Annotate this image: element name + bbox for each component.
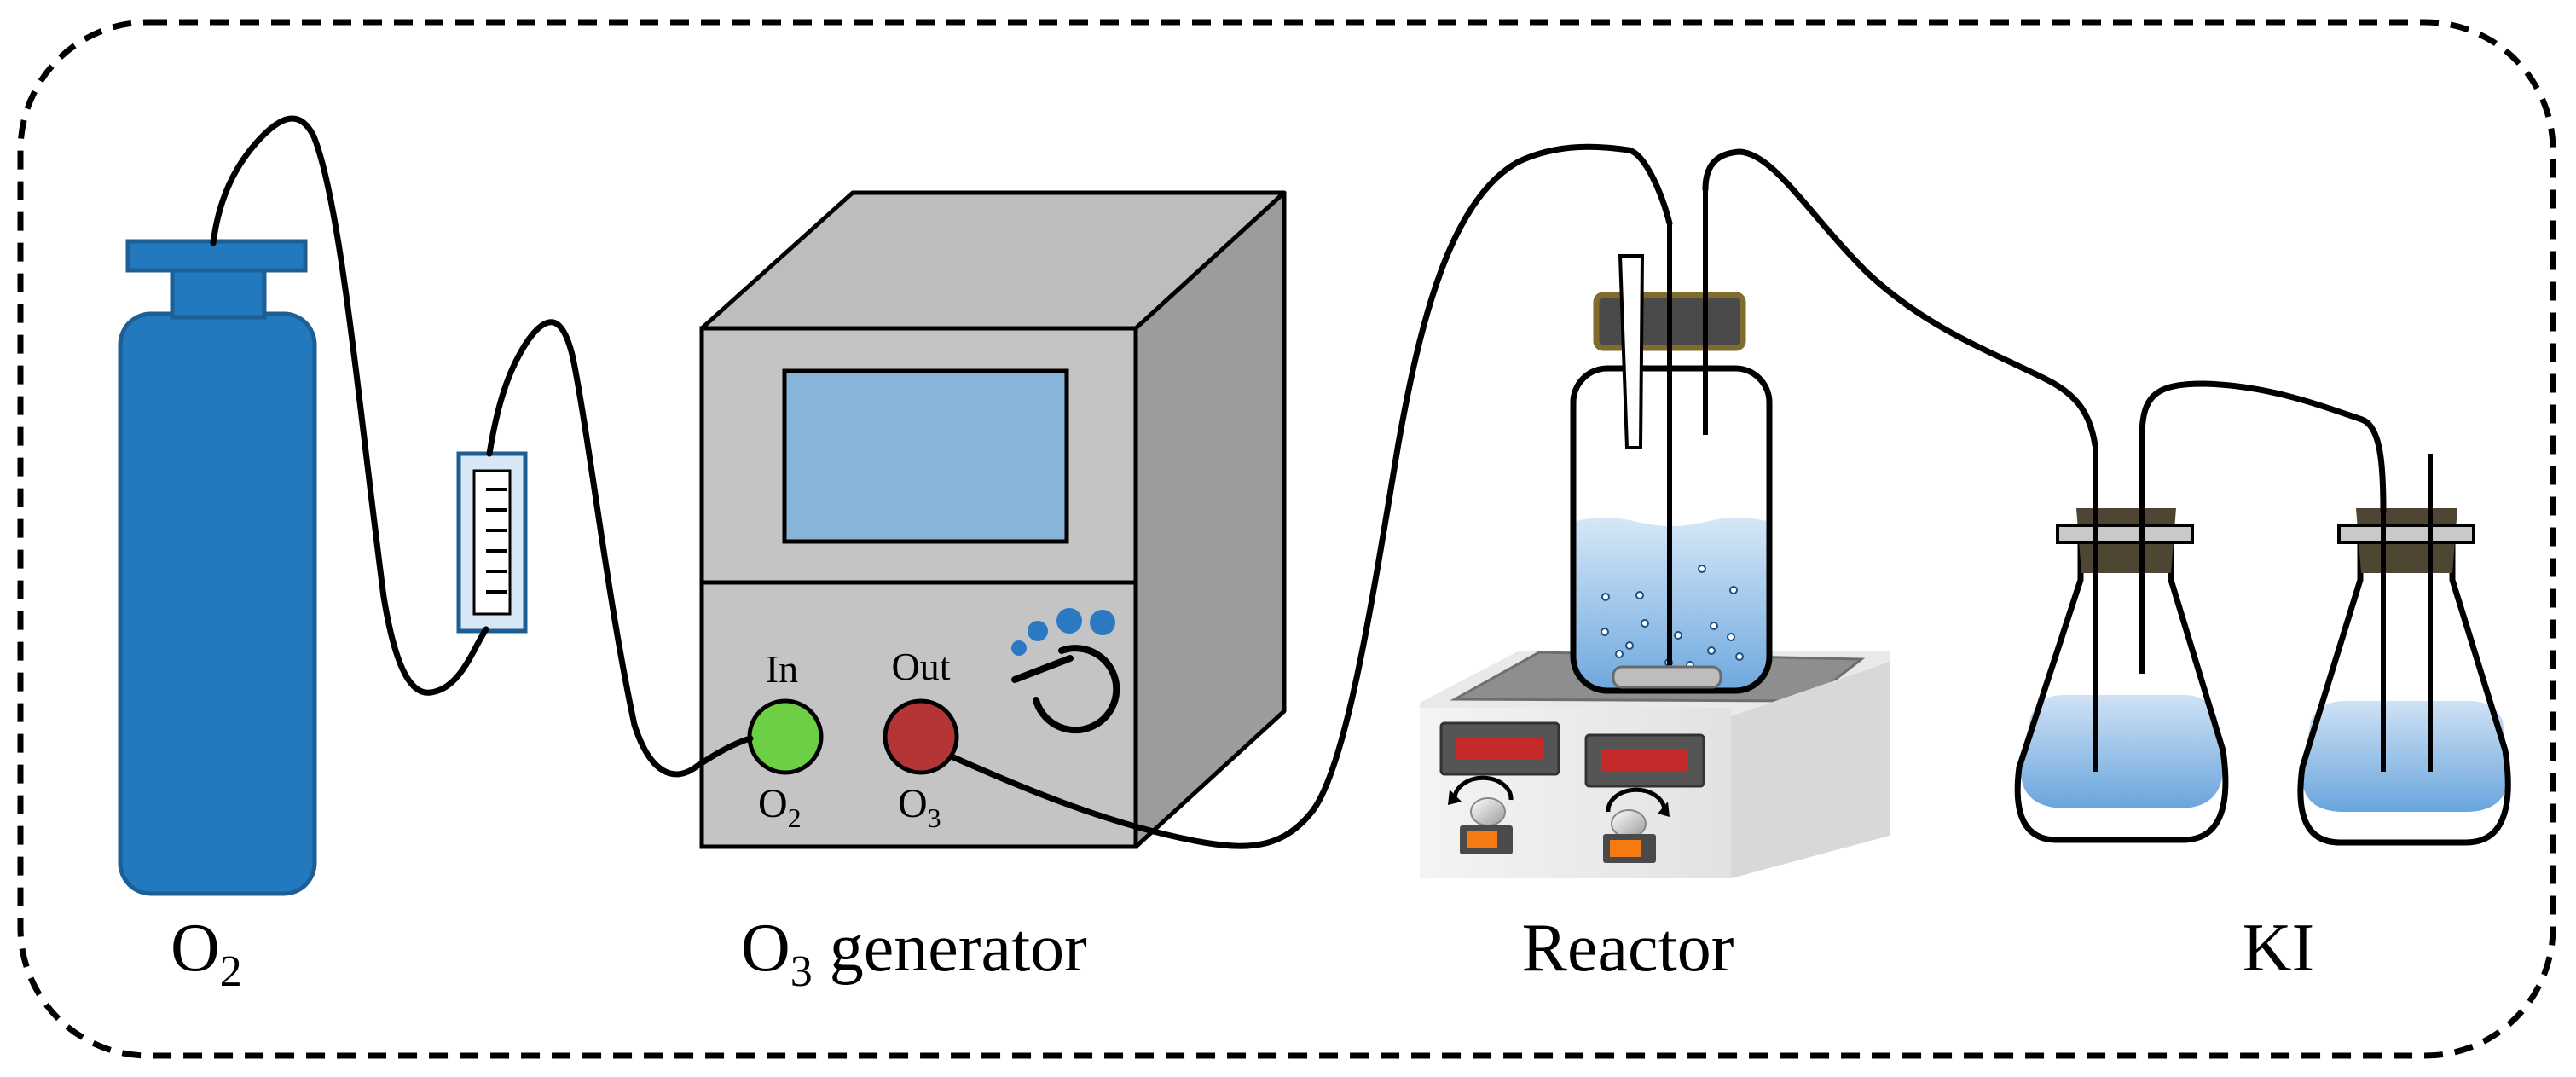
outlet-label: Out <box>892 645 951 688</box>
display-right <box>1601 750 1688 772</box>
tubing <box>210 115 2387 849</box>
display-left <box>1456 738 1543 760</box>
tube-cylinder-to-flowmeter <box>210 115 489 696</box>
inlet-label: In <box>766 647 798 691</box>
outlet-port <box>883 698 959 775</box>
ki-label: KI <box>2243 911 2314 986</box>
cylinder-cap <box>125 239 308 273</box>
flowmeter <box>456 451 528 634</box>
switch-left <box>1467 831 1497 848</box>
reactor-label: Reactor <box>1522 911 1734 986</box>
tube-flowmeter-to-generator <box>486 319 754 778</box>
switch-right <box>1610 840 1641 857</box>
knob-right-icon <box>1606 787 1670 838</box>
tube-reactor-to-ki <box>1702 148 2098 449</box>
ki-flask-1 <box>2014 435 2229 843</box>
outlet-gas-label: O3 <box>898 781 941 833</box>
cylinder-label: O2 <box>171 911 242 996</box>
cylinder-body <box>118 311 317 896</box>
tube-generator-to-reactor <box>950 143 1673 849</box>
reactor-bubbles <box>1601 565 1744 669</box>
ozone-generator <box>699 190 1287 849</box>
sampling-tube <box>1618 254 1645 449</box>
reactor-bottle <box>1570 188 1773 694</box>
oxygen-cylinder <box>118 239 317 896</box>
cylinder-neck <box>170 263 267 320</box>
power-dial-icon <box>1011 608 1120 734</box>
stirrer-side-face <box>1731 662 1890 878</box>
generator-screen <box>782 368 1069 544</box>
ki-flask-2 <box>2297 454 2511 846</box>
generator-label: O3 generator <box>741 911 1087 996</box>
dashed-frame <box>17 19 2556 1059</box>
inlet-gas-label: O2 <box>758 781 802 833</box>
stir-bar <box>1612 665 1722 689</box>
flowmeter-scale <box>486 488 507 594</box>
inlet-port <box>747 698 824 775</box>
tube-ki-to-ki <box>2139 380 2387 515</box>
